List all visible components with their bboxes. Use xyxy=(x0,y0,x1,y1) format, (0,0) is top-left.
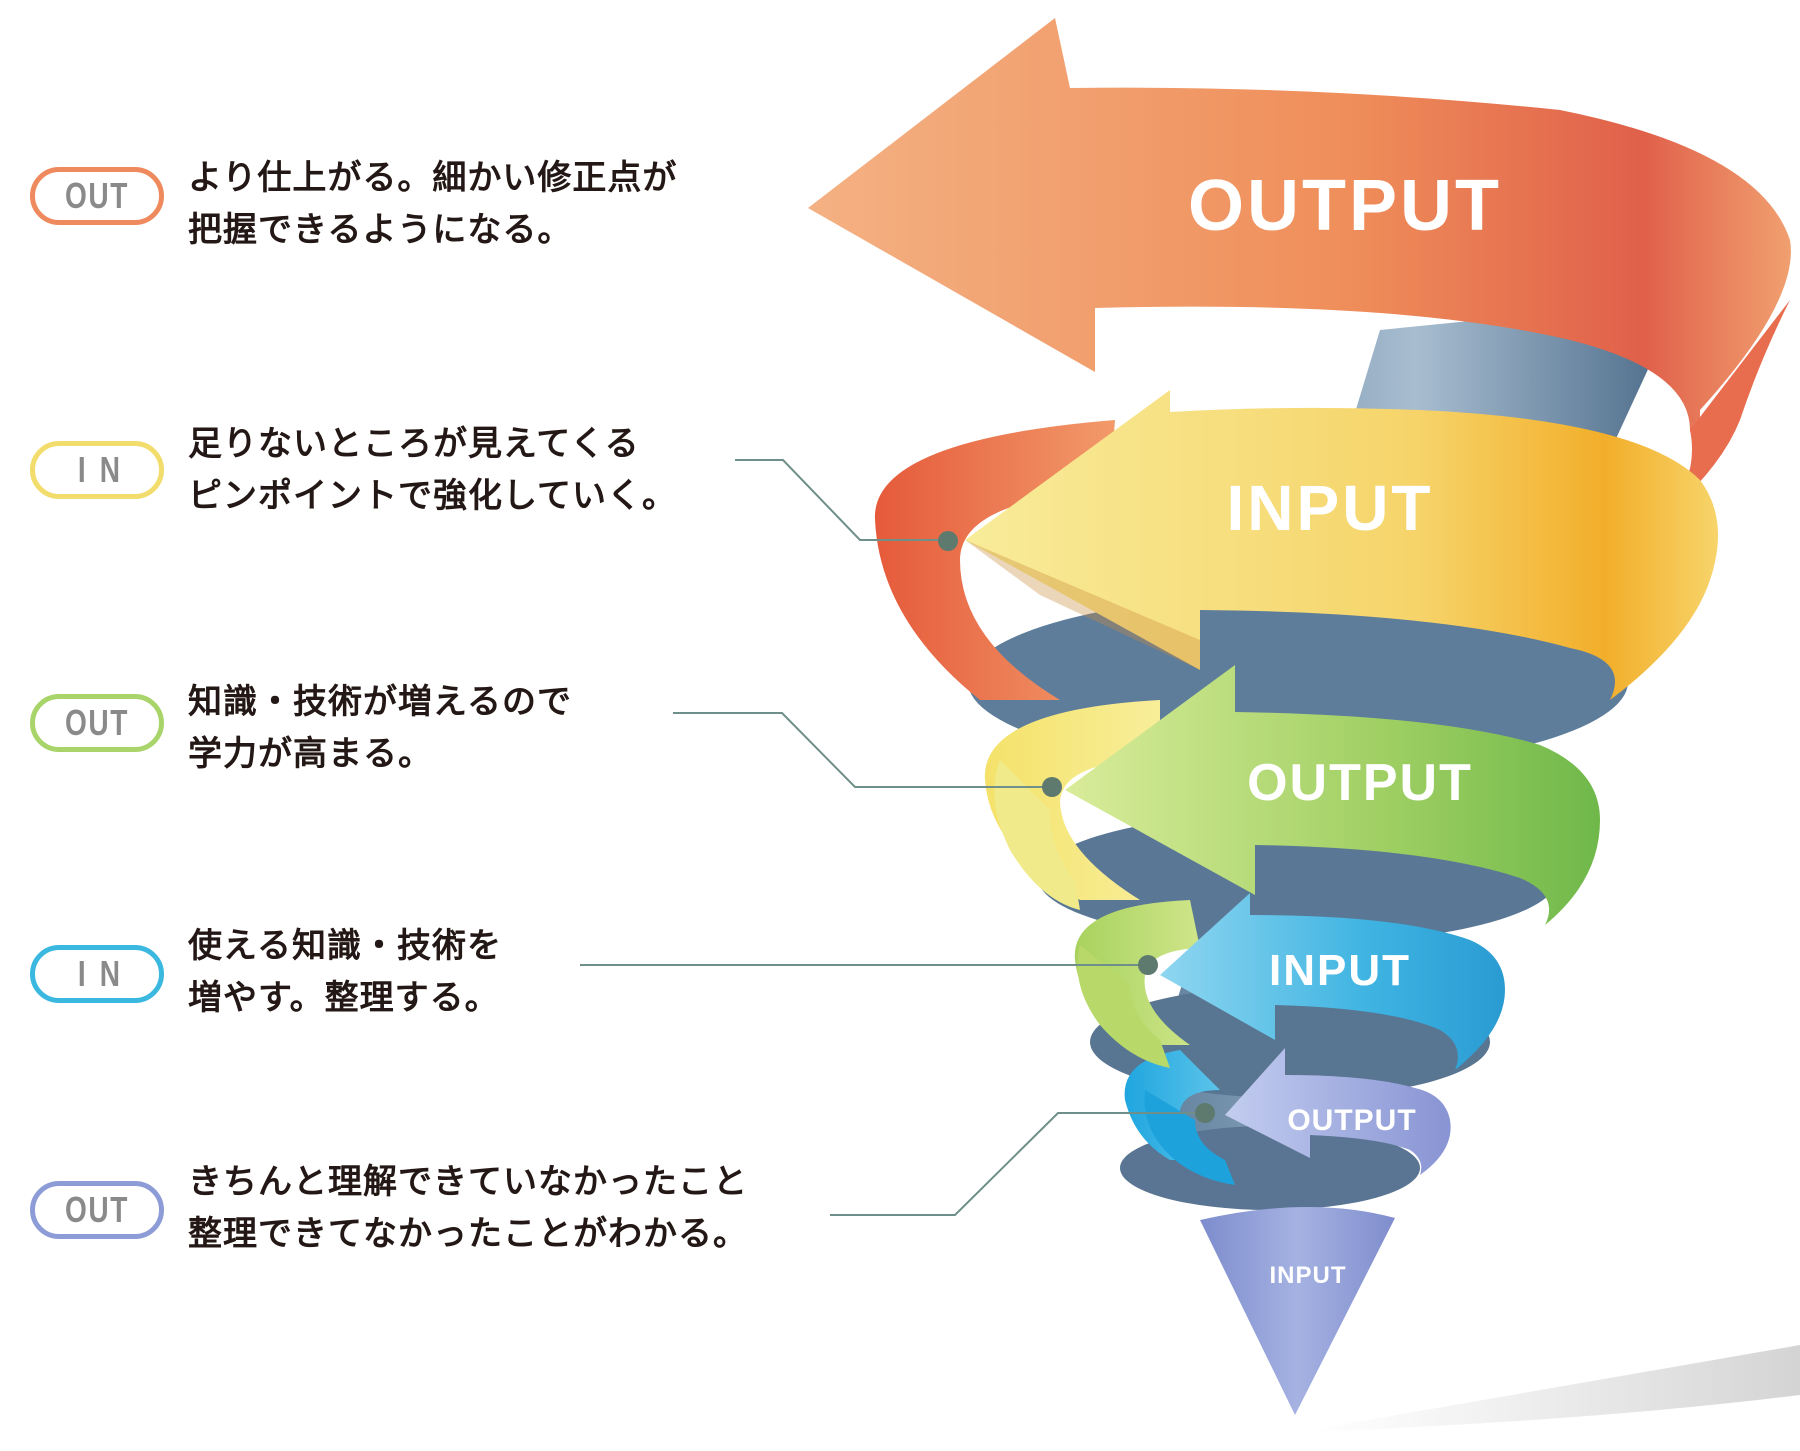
connector-2 xyxy=(735,459,950,541)
description-line: 学力が高まる。 xyxy=(188,734,433,774)
band-3-left-loop xyxy=(994,760,1080,910)
description-line: より仕上がる。細かい修正点が xyxy=(188,158,678,198)
band-4-back xyxy=(1124,1050,1220,1160)
description-line: 把握できるようになる。 xyxy=(188,210,573,250)
ground-shadow xyxy=(1310,1345,1800,1432)
band-3-output-arrow xyxy=(1065,665,1600,925)
band-label-3: OUTPUT xyxy=(1247,754,1473,812)
connector-dots xyxy=(938,531,1215,1123)
band-label-5: OUTPUT xyxy=(1287,1104,1416,1137)
badge-out-3: OUT xyxy=(30,694,164,752)
badge-label: OUT xyxy=(65,1189,129,1230)
description-2: 足りないところが見えてくる ピンポイントで強化していく。 xyxy=(188,418,677,522)
badge-out-5: OUT xyxy=(30,1181,164,1239)
badge-label: OUT xyxy=(65,175,129,216)
badge-in-4: IN xyxy=(30,945,164,1003)
connector-5 xyxy=(830,1112,1205,1216)
band-1-output-arrow xyxy=(808,18,1791,446)
description-line: 知識・技術が増えるので xyxy=(188,682,572,722)
description-line: 使える知識・技術を xyxy=(188,926,502,966)
band-label-6: INPUT xyxy=(1270,1262,1347,1289)
band-label-2: INPUT xyxy=(1227,472,1434,544)
band-label-1: OUTPUT xyxy=(1188,166,1502,246)
band-1-right-curl xyxy=(1660,300,1790,520)
description-line: 足りないところが見えてくる xyxy=(188,424,640,464)
description-line: ピンポイントで強化していく。 xyxy=(188,476,677,516)
connector-3 xyxy=(673,712,1052,788)
connector-dot-5 xyxy=(1195,1103,1215,1123)
badge-out-1: OUT xyxy=(30,167,164,225)
connector-dot-2 xyxy=(938,531,958,551)
band-2-input-arrow xyxy=(965,390,1718,700)
description-1: より仕上がる。細かい修正点が 把握できるようになる。 xyxy=(188,152,677,256)
description-4: 使える知識・技術を 増やす。整理する。 xyxy=(188,920,502,1024)
badge-label: OUT xyxy=(65,702,129,743)
description-line: 増やす。整理する。 xyxy=(188,978,500,1018)
description-line: 整理できてなかったことがわかる。 xyxy=(188,1214,748,1254)
description-3: 知識・技術が増えるので 学力が高まる。 xyxy=(188,676,572,780)
band-4-input-arrow xyxy=(1160,893,1505,1070)
badge-in-2: IN xyxy=(30,441,164,499)
band-4-left-loop xyxy=(1077,945,1170,1068)
connector-lines xyxy=(580,459,1205,1216)
badge-label: IN xyxy=(77,449,135,490)
band-2-shadow xyxy=(965,540,1200,670)
description-line: きちんと理解できていなかったこと xyxy=(188,1162,748,1202)
band-label-4: INPUT xyxy=(1269,946,1411,995)
badge-label: IN xyxy=(77,953,135,994)
description-5: きちんと理解できていなかったこと 整理できてなかったことがわかる。 xyxy=(188,1156,748,1260)
connector-dot-4 xyxy=(1138,955,1158,975)
band-6-input-cone xyxy=(1200,1206,1395,1415)
band-5-output-arrow xyxy=(1225,1048,1451,1175)
connector-dot-3 xyxy=(1042,777,1062,797)
